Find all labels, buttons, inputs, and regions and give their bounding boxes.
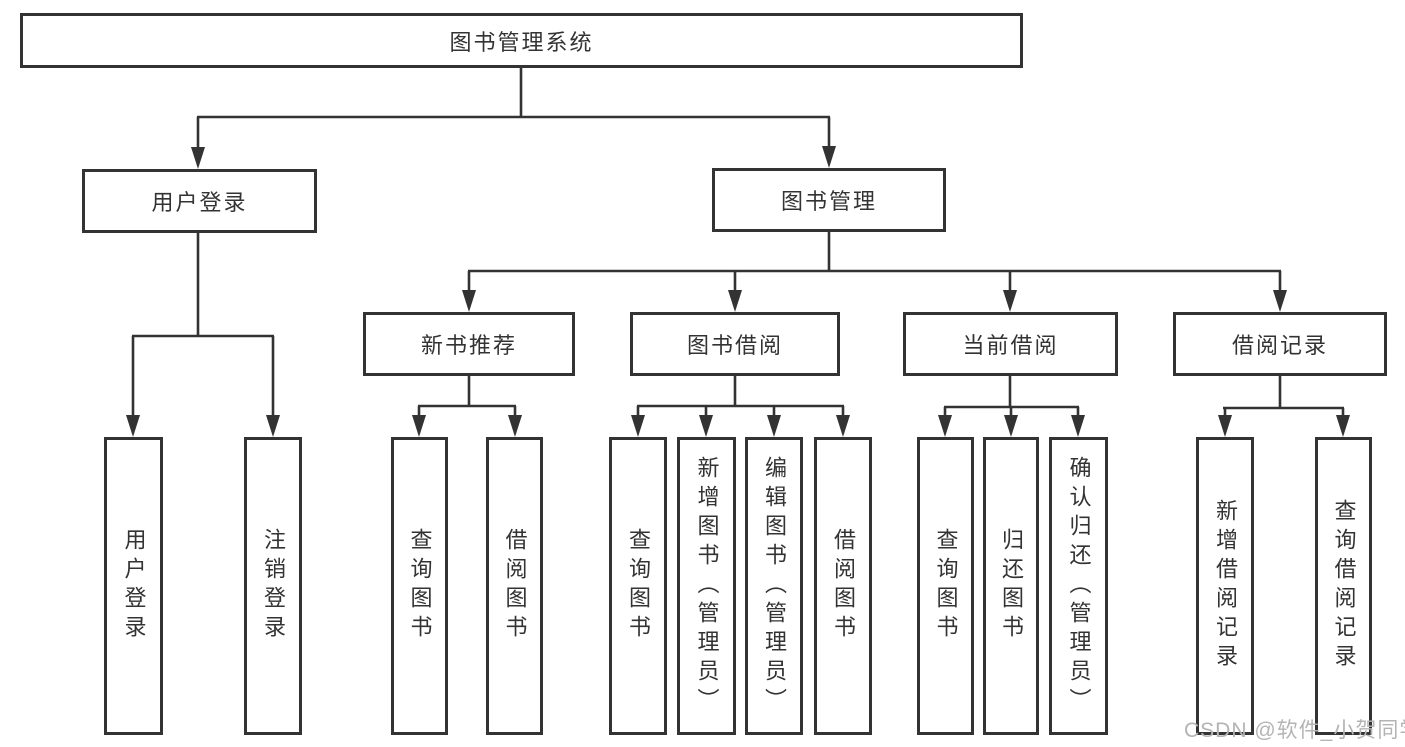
leaf-query-books-current: 查询图书 [917, 437, 974, 735]
leaf-return-book-label: 归还图书 [999, 528, 1024, 644]
leaf-query-borrow-record-label: 查询借阅记录 [1331, 499, 1357, 673]
leaf-logout: 注销登录 [244, 437, 302, 735]
leaf-query-books-recommend-label: 查询图书 [407, 528, 433, 644]
leaf-borrow-books-label: 借阅图书 [831, 528, 856, 644]
leaf-borrow-books-recommend-label: 借阅图书 [502, 528, 528, 644]
leaf-borrow-books-recommend: 借阅图书 [486, 437, 543, 735]
leaf-add-borrow-record: 新增借阅记录 [1196, 437, 1254, 735]
leaf-edit-book-admin-label: 编辑图书（管理员） [762, 455, 787, 717]
leaf-query-books-recommend: 查询图书 [391, 437, 448, 735]
leaf-edit-book-admin: 编辑图书（管理员） [745, 437, 803, 735]
node-root-label: 图书管理系统 [449, 29, 594, 55]
node-user-login-label: 用户登录 [151, 190, 248, 215]
leaf-borrow-books: 借阅图书 [814, 437, 872, 735]
leaf-confirm-return-admin-label: 确认归还（管理员） [1066, 455, 1092, 717]
node-book-mgmt-label: 图书管理 [780, 189, 877, 214]
leaf-confirm-return-admin: 确认归还（管理员） [1049, 437, 1108, 735]
leaf-return-book: 归还图书 [983, 437, 1039, 735]
leaf-user-login-label: 用户登录 [121, 528, 147, 644]
node-new-book-recommend-label: 新书推荐 [420, 333, 517, 358]
leaf-add-book-admin-label: 新增图书（管理员） [694, 455, 720, 717]
node-new-book-recommend: 新书推荐 [363, 312, 575, 376]
node-user-login: 用户登录 [82, 169, 317, 233]
node-borrow-records: 借阅记录 [1173, 312, 1387, 376]
leaf-user-login: 用户登录 [104, 437, 163, 735]
node-root-system: 图书管理系统 [20, 13, 1023, 68]
leaf-logout-label: 注销登录 [261, 528, 286, 644]
node-book-borrow-label: 图书借阅 [686, 333, 783, 358]
connector-group [126, 68, 1350, 437]
leaf-query-books-current-label: 查询图书 [933, 528, 959, 644]
node-book-mgmt: 图书管理 [712, 168, 946, 232]
node-borrow-records-label: 借阅记录 [1231, 333, 1328, 358]
leaf-query-books-borrow-label: 查询图书 [626, 528, 651, 644]
leaf-add-borrow-record-label: 新增借阅记录 [1213, 499, 1238, 673]
node-book-borrow: 图书借阅 [630, 312, 840, 376]
node-current-borrow-label: 当前借阅 [962, 333, 1059, 358]
node-current-borrow: 当前借阅 [903, 312, 1118, 376]
leaf-query-borrow-record: 查询借阅记录 [1315, 437, 1372, 735]
csdn-watermark: CSDN @软件_小贺同学 [1184, 719, 1405, 742]
leaf-add-book-admin: 新增图书（管理员） [677, 437, 736, 735]
leaf-query-books-borrow: 查询图书 [609, 437, 667, 735]
